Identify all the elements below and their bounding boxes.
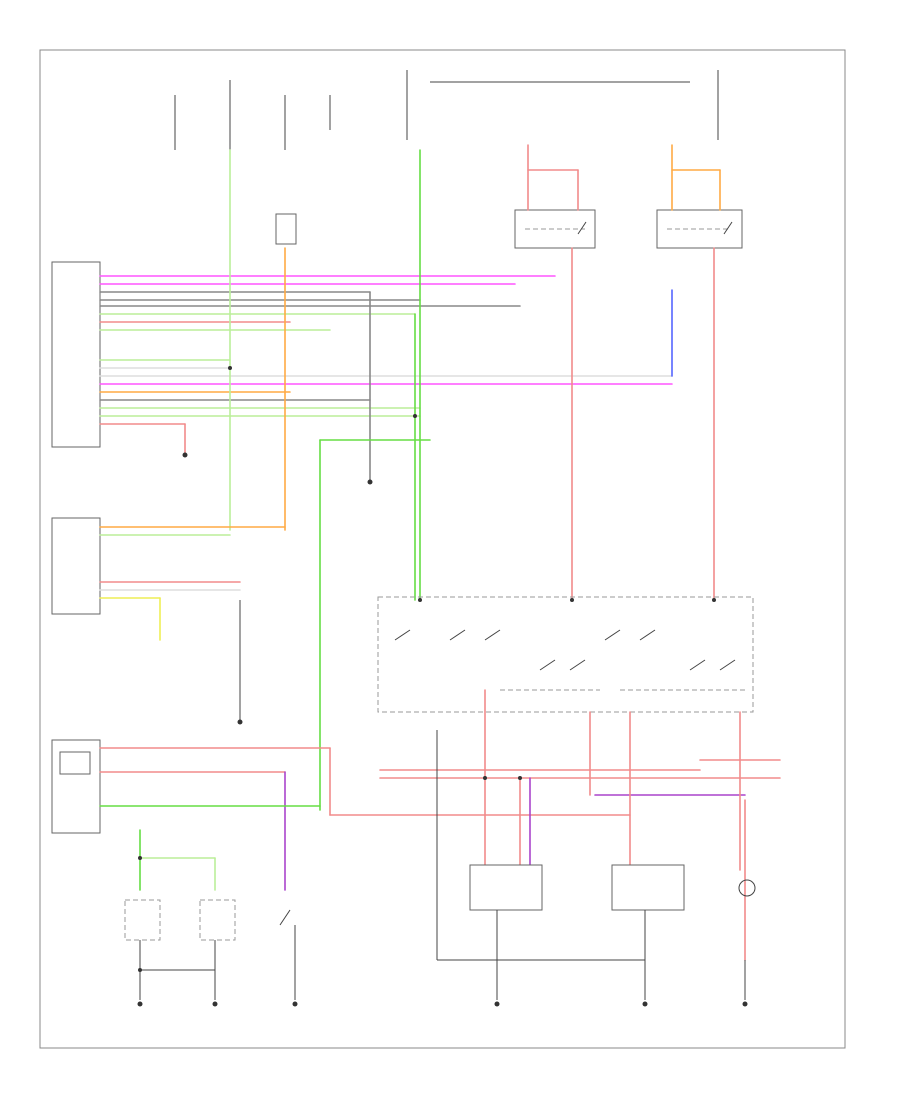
left-headlight-relay xyxy=(514,209,596,249)
small-relay xyxy=(275,213,297,245)
left-headlight xyxy=(469,864,543,911)
ground-points xyxy=(137,452,748,1007)
combination-switch xyxy=(377,596,754,713)
headlight-wires xyxy=(99,689,781,961)
splice-points xyxy=(138,366,716,972)
fuse-block-left xyxy=(174,70,719,150)
control-unit-wires xyxy=(99,275,673,425)
defogger-wires xyxy=(99,526,286,720)
combination-meter-indicator xyxy=(738,879,756,897)
diagram-border xyxy=(39,49,846,1049)
daytime-relay-coil xyxy=(59,751,91,775)
right-headlight xyxy=(611,864,685,911)
lights-control-unit xyxy=(51,261,101,448)
rear-window-defogger-switch-box xyxy=(51,517,101,615)
combination-switch-contacts xyxy=(394,629,745,691)
right-headlight-relay xyxy=(656,209,743,249)
vertical-feed-wires xyxy=(184,144,721,811)
bottom-switches xyxy=(124,899,746,1000)
